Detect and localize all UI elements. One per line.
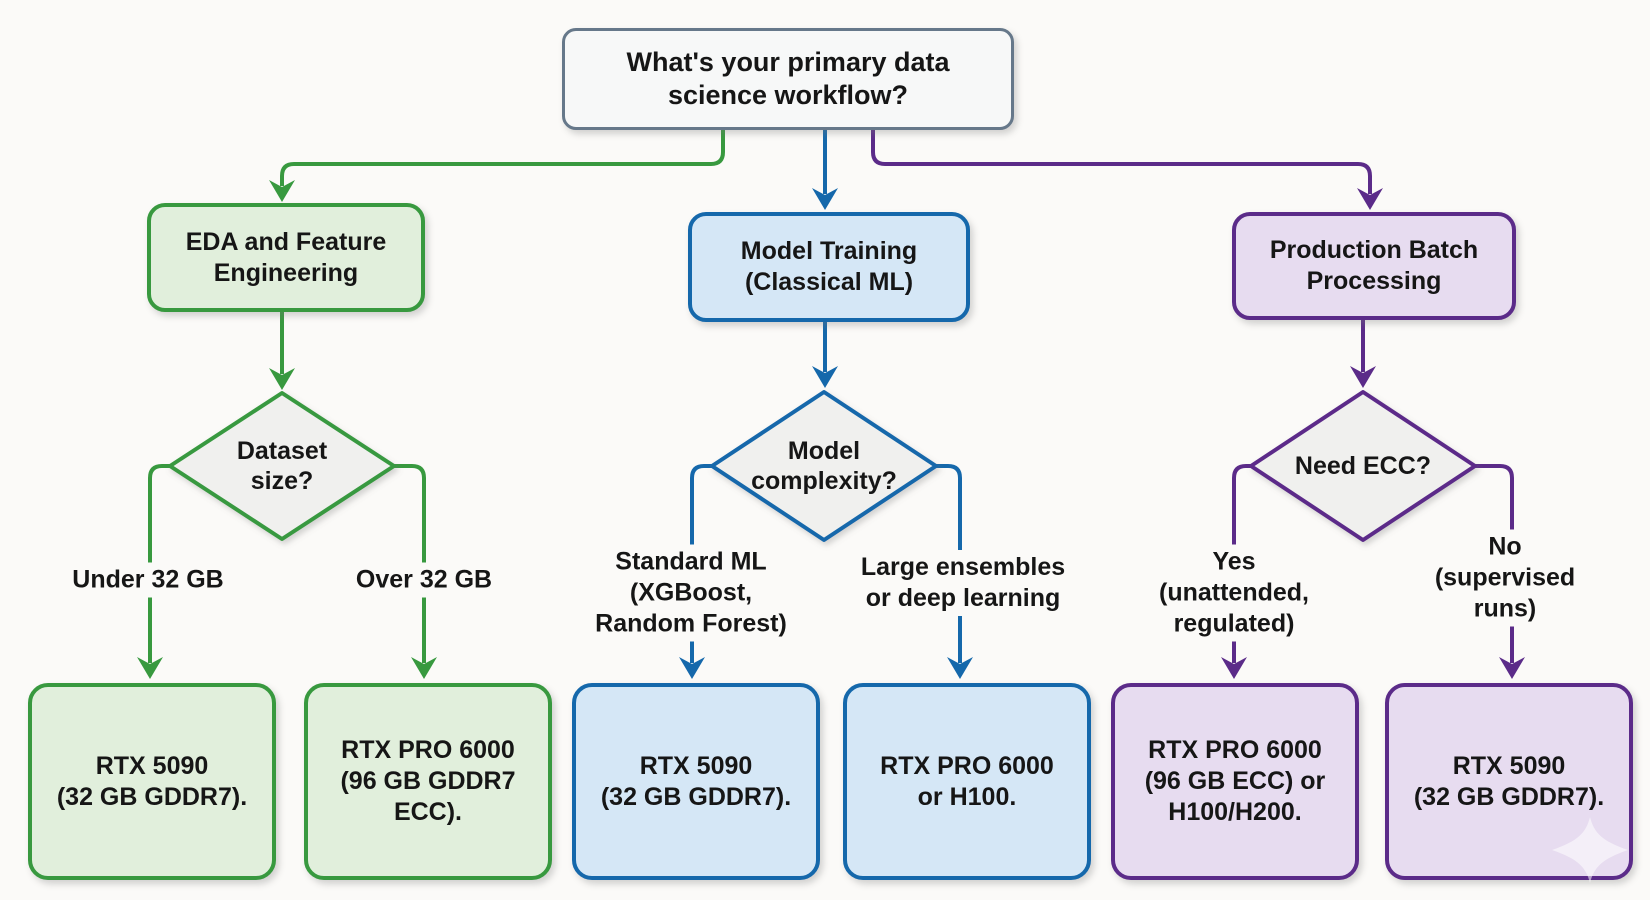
connector-line (932, 464, 962, 663)
branch-node-production: Production Batch Processing (1232, 212, 1516, 320)
result-node-rtx5090-training: RTX 5090 (32 GB GDDR7). (572, 683, 820, 880)
decision-diamond-shape (1249, 390, 1477, 542)
edge-label-under-32gb: Under 32 GB (64, 562, 232, 598)
edge-label-large-ensembles: Large ensembles or deep learning (852, 550, 1074, 616)
result-node-rtxpro6000-eda: RTX PRO 6000 (96 GB GDDR7 ECC). (304, 683, 552, 880)
arrowhead (1350, 366, 1376, 388)
branch-node-training: Model Training (Classical ML) (688, 212, 970, 322)
connector-line (390, 464, 426, 663)
edge-label-no: No (supervised runs) (1426, 529, 1584, 627)
result-node-rtxpro6000-h100: RTX PRO 6000 or H100. (843, 683, 1091, 880)
decision-diamond-shape (168, 391, 396, 541)
root-question-node: What's your primary data science workflo… (562, 28, 1014, 130)
connector-line (871, 124, 1372, 194)
connector-line (1232, 464, 1255, 663)
arrowhead (812, 366, 838, 388)
connector-line (690, 464, 716, 663)
connector-line (1473, 464, 1514, 663)
decision-need-ecc: Need ECC? (1294, 452, 1432, 480)
arrowhead (679, 657, 705, 679)
connector-line (280, 124, 725, 186)
arrowhead (269, 368, 295, 390)
arrowhead (947, 657, 973, 679)
decision-dataset-size: Dataset size? (236, 437, 328, 495)
decision-model-complexity: Model complexity? (751, 437, 897, 495)
arrowhead (269, 180, 295, 202)
decision-diamond-shape (710, 390, 938, 542)
branch-node-eda: EDA and Feature Engineering (147, 203, 425, 312)
edge-label-over-32gb: Over 32 GB (347, 562, 501, 598)
arrowhead (411, 657, 437, 679)
edge-label-standard-ml: Standard ML (XGBoost, Random Forest) (587, 544, 795, 642)
arrowhead (1221, 657, 1247, 679)
edge-label-yes: Yes (unattended, regulated) (1151, 544, 1317, 642)
arrowhead (137, 657, 163, 679)
connector-line (148, 464, 174, 663)
arrowhead (1357, 188, 1383, 210)
result-node-rtxpro6000-ecc: RTX PRO 6000 (96 GB ECC) or H100/H200. (1111, 683, 1359, 880)
arrowhead (1499, 657, 1525, 679)
result-node-rtx5090-production: RTX 5090 (32 GB GDDR7). (1385, 683, 1633, 880)
arrowhead (812, 188, 838, 210)
result-node-rtx5090-eda: RTX 5090 (32 GB GDDR7). (28, 683, 276, 880)
